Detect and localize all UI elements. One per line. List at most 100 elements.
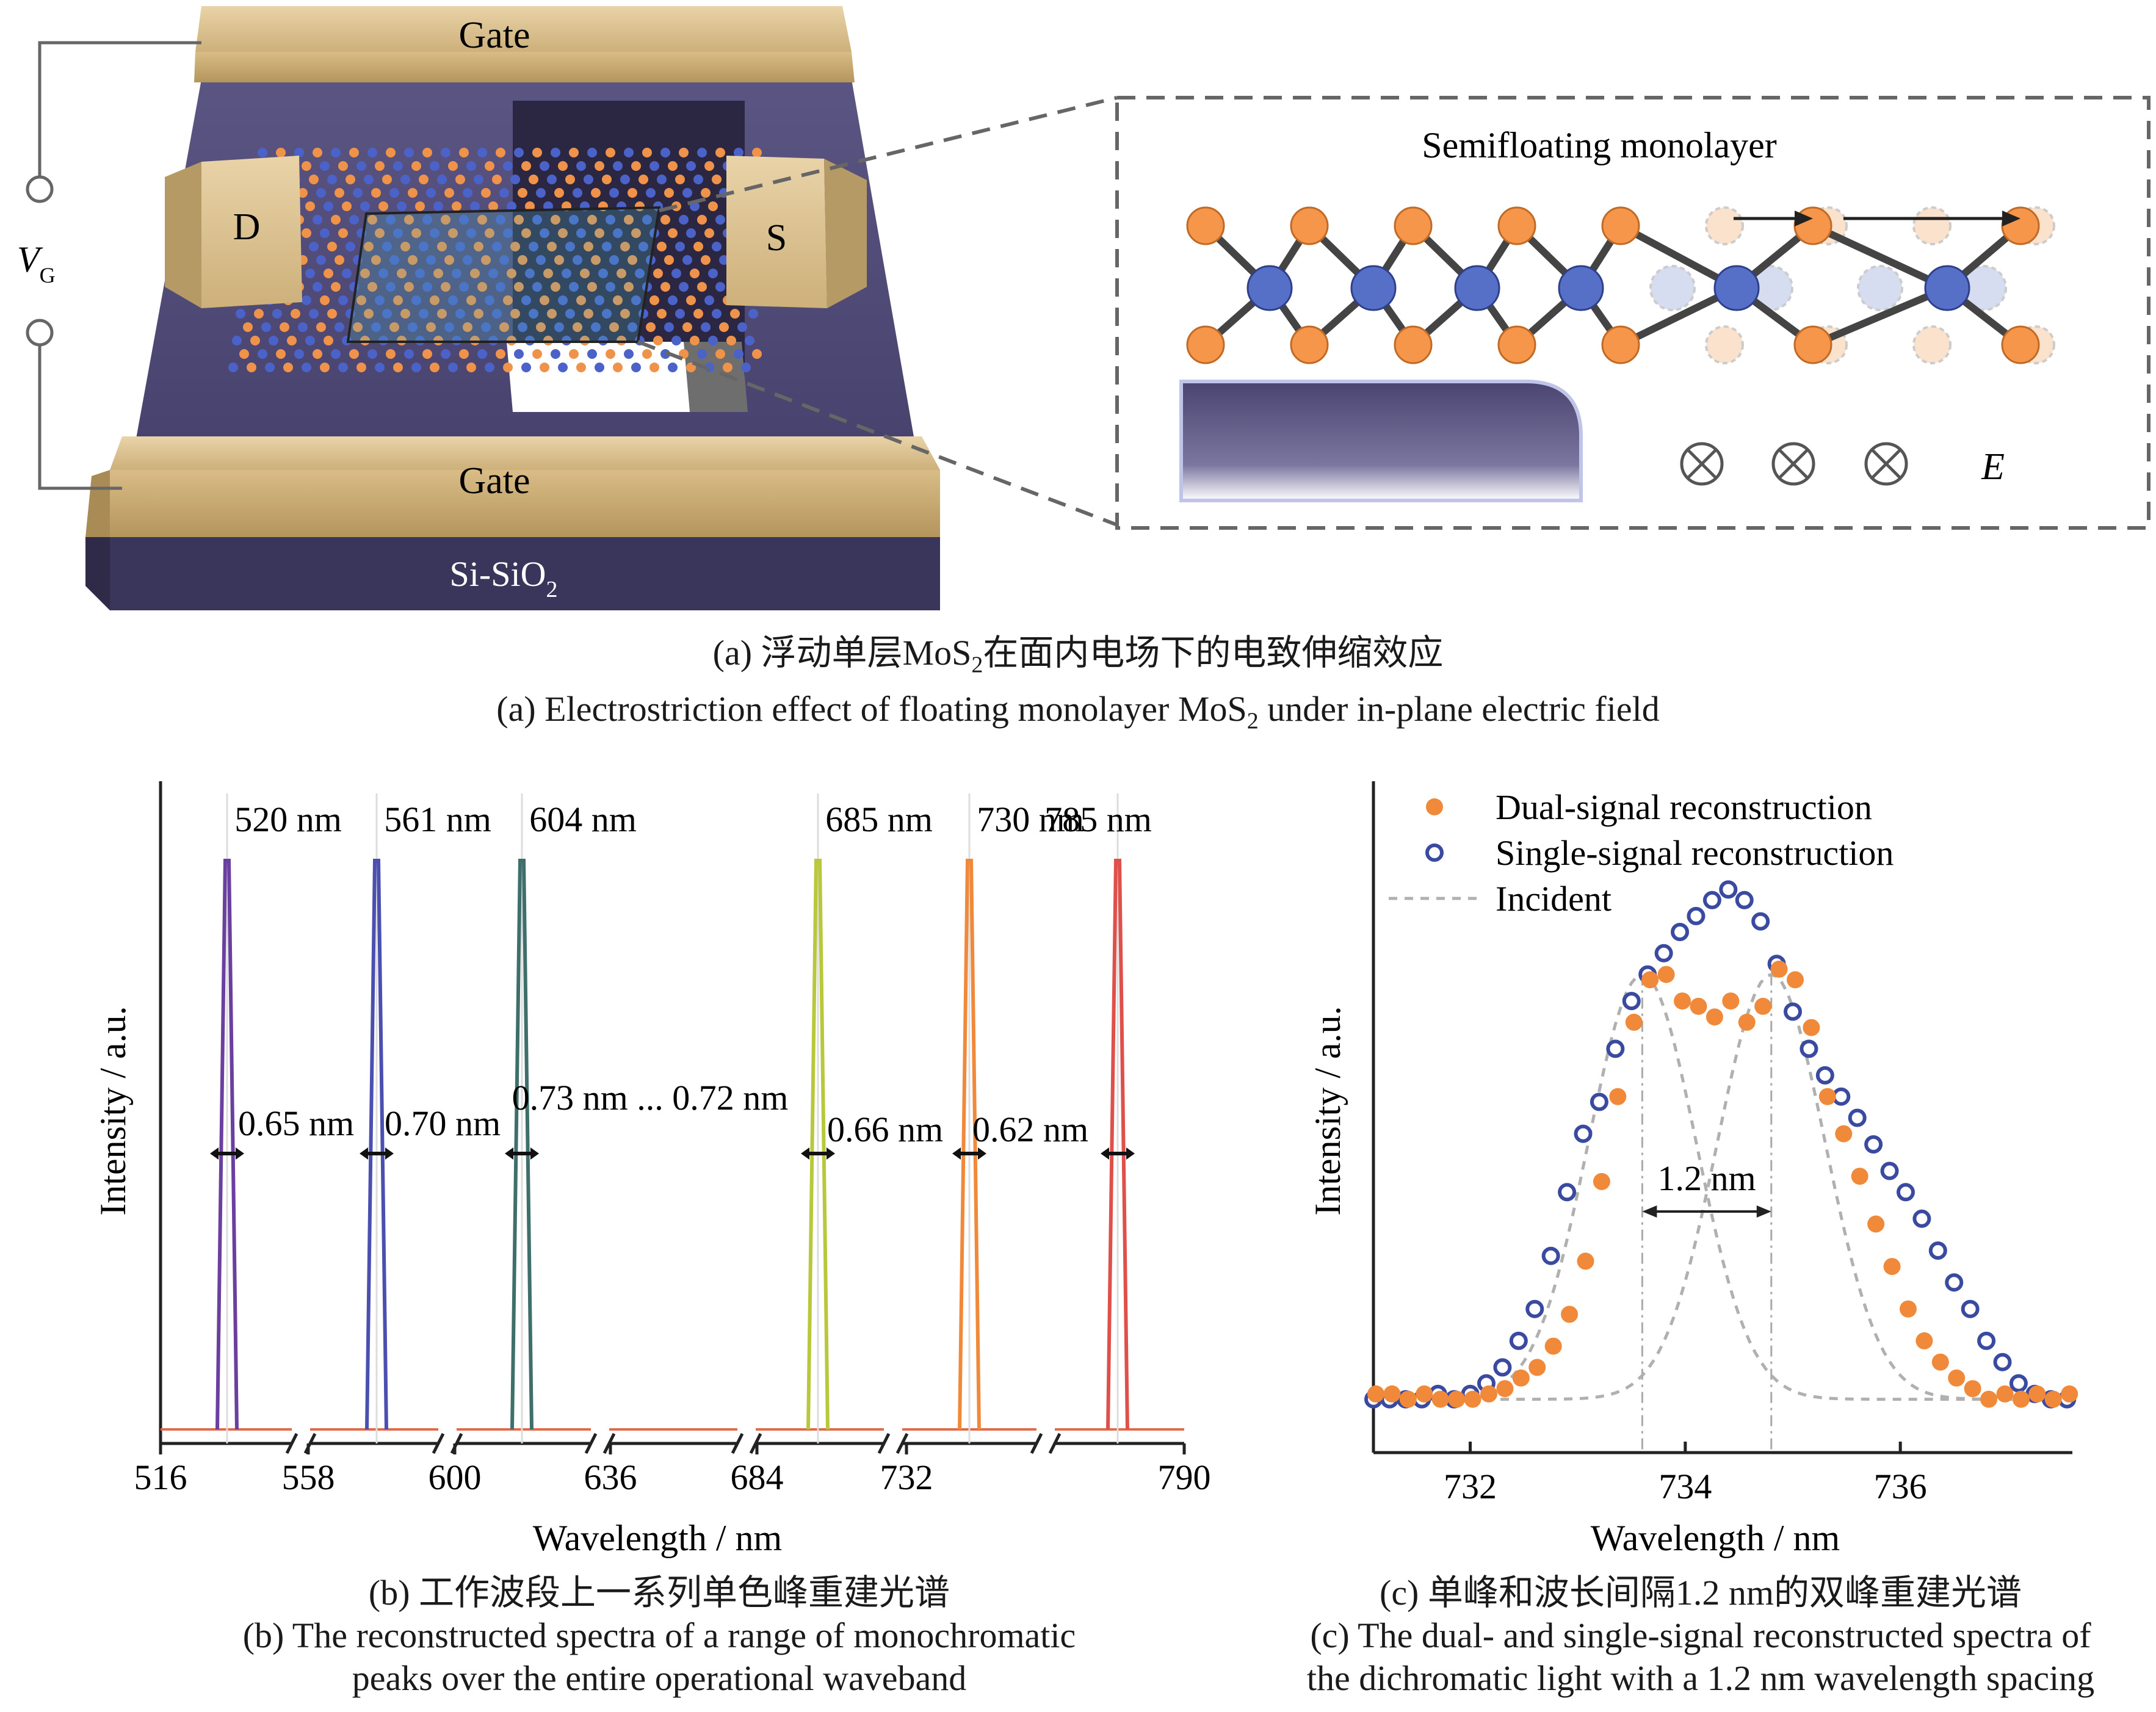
lattice-atom <box>408 322 418 332</box>
lattice-atom <box>232 336 242 345</box>
field-symbols <box>1680 442 1908 486</box>
lattice-atom <box>448 363 458 372</box>
lattice-atom <box>587 282 597 292</box>
lattice-atom <box>628 255 637 265</box>
lattice-atom <box>682 255 692 265</box>
lattice-atom <box>620 242 630 251</box>
lattice-atom <box>646 188 656 198</box>
dual-signal-point <box>1399 1390 1417 1408</box>
lattice-atom <box>624 148 634 157</box>
chart-b-x-tick-label: 558 <box>282 1457 335 1497</box>
chart-b-x-tick-label: 732 <box>880 1457 933 1497</box>
lattice-atom <box>422 215 432 225</box>
lattice-atom <box>613 161 623 171</box>
lattice-atom <box>613 295 623 305</box>
lattice-atom <box>554 255 564 265</box>
lattice-atom <box>283 363 293 372</box>
lattice-atom <box>701 255 711 265</box>
lattice-atom <box>419 309 429 319</box>
lattice-atom <box>422 282 432 292</box>
lattice-atom <box>499 188 509 198</box>
lattice-atom <box>400 309 410 319</box>
dual-signal-point <box>1948 1369 1966 1387</box>
dual-signal-point <box>2061 1385 2078 1403</box>
single-signal-point <box>1509 1331 1528 1350</box>
dual-signal-point <box>1480 1385 1497 1403</box>
dual-signal-point <box>1835 1125 1853 1143</box>
dual-signal-point <box>1528 1359 1546 1376</box>
displacement-arrowhead <box>1795 211 1813 226</box>
lattice-atom <box>715 215 725 225</box>
lattice-atom <box>338 161 348 171</box>
lattice-atom <box>298 322 308 332</box>
substrate-label: Si-SiO2 <box>450 554 558 602</box>
sulfur-atom <box>1186 325 1225 364</box>
lattice-atom <box>367 349 377 359</box>
single-signal-point <box>1880 1161 1899 1180</box>
fwhm-arrowhead <box>1101 1147 1109 1160</box>
lattice-atom <box>499 255 509 265</box>
lattice-atom <box>551 349 560 359</box>
lattice-atom <box>591 255 601 265</box>
dual-signal-point <box>1416 1385 1433 1403</box>
lattice-atom <box>481 188 491 198</box>
lattice-atom <box>324 336 333 345</box>
lattice-atom <box>628 322 637 332</box>
lattice-atom <box>452 269 461 278</box>
legend-marker-dual <box>1426 798 1443 815</box>
lattice-atom <box>686 363 696 372</box>
lattice-atom <box>631 363 641 372</box>
lattice-atom <box>657 242 667 251</box>
lattice-atom <box>411 295 421 305</box>
lattice-atom <box>704 228 714 238</box>
sulfur-atom <box>1394 325 1433 364</box>
lattice-atom <box>349 349 359 359</box>
field-cross <box>1779 449 1808 479</box>
lattice-atom <box>613 363 623 372</box>
lattice-atom <box>349 215 359 225</box>
single-signal-point <box>1864 1135 1883 1154</box>
chart-b-x-tick-label: 600 <box>429 1457 482 1497</box>
field-cross <box>1687 449 1716 479</box>
lattice-atom <box>598 269 608 278</box>
lattice-atom <box>584 175 593 184</box>
sulfur-atom <box>1601 325 1640 364</box>
lattice-atom <box>521 363 531 372</box>
molybdenum-atom <box>1924 265 1970 311</box>
lattice-atom <box>481 322 491 332</box>
dual-signal-point <box>1706 1008 1723 1026</box>
lattice-atom <box>492 242 502 251</box>
single-signal-point <box>1558 1183 1577 1202</box>
chart-c-ylabel: Intensity / a.u. <box>1308 1006 1348 1215</box>
lattice-atom <box>693 242 703 251</box>
lattice-atom <box>649 295 659 305</box>
lattice-atom <box>624 349 634 359</box>
single-signal-point <box>1848 1108 1867 1127</box>
lattice-atom <box>335 255 344 265</box>
lattice-atom <box>258 349 267 359</box>
lattice-atom <box>532 282 542 292</box>
molybdenum-atom <box>1454 265 1500 311</box>
lattice-atom <box>657 309 667 319</box>
lattice-atom <box>375 228 385 238</box>
lattice-atom <box>404 349 414 359</box>
dual-signal-point <box>1431 1390 1449 1408</box>
lattice-atom <box>459 215 469 225</box>
lattice-atom <box>620 175 630 184</box>
lattice-atom <box>466 295 476 305</box>
lattice-atom <box>430 363 440 372</box>
lattice-atom <box>715 148 725 157</box>
lattice-atom <box>660 282 670 292</box>
fwhm-arrowhead <box>1126 1147 1135 1160</box>
lattice-atom <box>309 175 319 184</box>
lattice-atom <box>679 148 689 157</box>
lattice-atom <box>389 255 399 265</box>
lattice-atom <box>378 201 388 211</box>
lattice-atom <box>261 322 271 332</box>
lattice-atom <box>514 282 524 292</box>
dual-signal-point <box>1803 1019 1820 1036</box>
chart-c-xlabel: Wavelength / nm <box>1591 1518 1840 1558</box>
lattice-atom <box>291 309 300 319</box>
lattice-atom <box>313 215 322 225</box>
